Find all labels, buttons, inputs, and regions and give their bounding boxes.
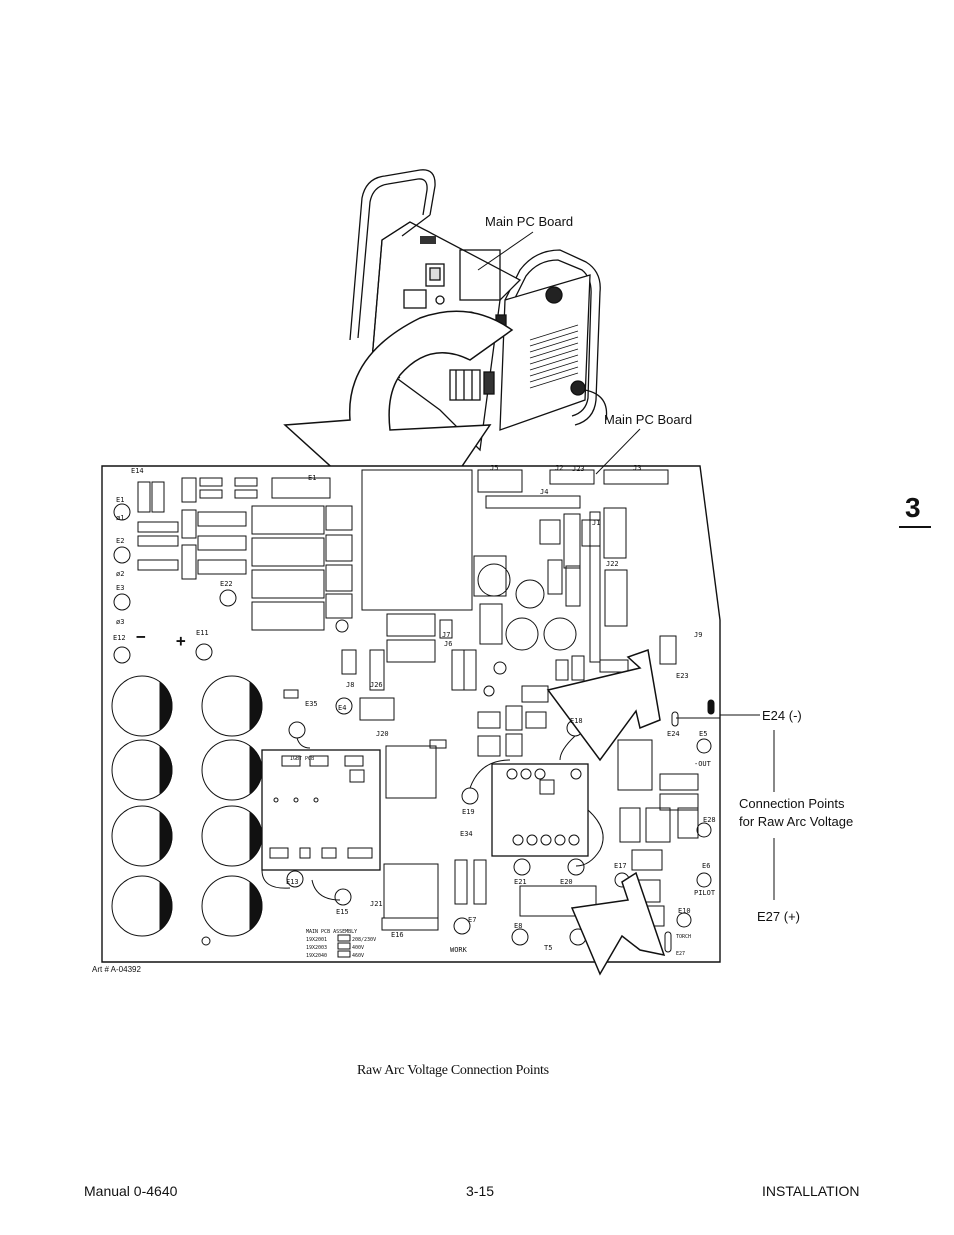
label-j20: J20 (376, 730, 389, 738)
label-pilot: PILOT (694, 889, 716, 897)
label-e14: E14 (131, 467, 144, 475)
label-e5: E5 (699, 730, 707, 738)
label-assy-row2: 19X2003 (306, 945, 327, 951)
footer-page-number: 3-15 (466, 1183, 495, 1199)
label-j21: J21 (370, 900, 383, 908)
label-e16: E16 (391, 931, 404, 939)
callout-main-pc-board-mid: Main PC Board (604, 412, 693, 427)
footer-section: INSTALLATION (762, 1183, 860, 1199)
label-e35: E35 (305, 700, 318, 708)
label-j8: J8 (346, 681, 354, 689)
label-igbt: IGBT PCB (290, 756, 314, 762)
label-e8: E8 (514, 922, 522, 930)
capacitors (111, 675, 263, 937)
svg-text:−: − (136, 627, 146, 646)
label-assy: MAIN PCB ASSEMBLY (306, 929, 357, 935)
label-e4: E4 (338, 704, 346, 712)
zoom-arrow-e24 (546, 648, 661, 762)
label-j4: J4 (540, 488, 548, 496)
label-e24: E24 (667, 730, 680, 738)
label-e11: E11 (196, 629, 209, 637)
label-assy-row1: 19X2001 (306, 937, 327, 943)
label-phi1: ø1 (116, 514, 124, 522)
label-e13: E13 (286, 878, 299, 886)
label-t5: T5 (544, 944, 552, 952)
figure-caption: Raw Arc Voltage Connection Points (357, 1063, 549, 1078)
label-e1: E1 (116, 496, 124, 504)
label-e28: E28 (703, 816, 716, 824)
label-e22: E22 (220, 580, 233, 588)
label-j26: J26 (370, 681, 383, 689)
label-j1: J1 (592, 519, 600, 527)
main-pcb (101, 465, 721, 963)
label-assy-row2-v: 400V (352, 945, 364, 951)
label-torch: TORCH (676, 934, 691, 940)
svg-text:+: + (176, 631, 186, 650)
label-assy-row3-v: 460V (352, 953, 364, 959)
label-e18: E18 (570, 717, 583, 725)
label-e10: E10 (678, 907, 691, 915)
label-out: -OUT (694, 760, 712, 768)
callout-e27: E27 (+) (757, 909, 800, 924)
label-j6: J6 (444, 640, 452, 648)
label-e12: E12 (113, 634, 126, 642)
callout-main-pc-board-top: Main PC Board (485, 214, 574, 229)
art-number: Art # A-04392 (92, 965, 141, 974)
callout-e24: E24 (-) (762, 708, 802, 723)
section-tab-rule (899, 526, 931, 528)
label-e19: E19 (462, 808, 475, 816)
label-j2: J2 (555, 464, 563, 472)
label-e23: E23 (676, 672, 689, 680)
footer-manual: Manual 0-4640 (84, 1183, 178, 1199)
label-j3: J3 (633, 464, 641, 472)
label-e7: E7 (468, 916, 476, 924)
label-phi2: ø2 (116, 570, 124, 578)
label-j5: J5 (490, 464, 498, 472)
zoom-arrow-e27 (570, 871, 666, 976)
callout-connection-points-1: Connection Points (739, 796, 845, 811)
label-e3: E3 (116, 584, 124, 592)
label-e17: E17 (614, 862, 627, 870)
label-e2: E2 (116, 537, 124, 545)
callout-connection-points-2: for Raw Arc Voltage (739, 814, 854, 829)
label-e1-top: E1 (308, 474, 316, 482)
label-work: WORK (450, 946, 468, 954)
label-e21: E21 (514, 878, 527, 886)
label-assy-row3: 19X2040 (306, 953, 327, 959)
label-phi3: ø3 (116, 618, 124, 626)
label-e27-board: E27 (676, 951, 685, 957)
label-e34: E34 (460, 830, 473, 838)
label-e15: E15 (336, 908, 349, 916)
igbt-pcb (261, 749, 381, 871)
section-tab-number: 3 (905, 492, 921, 523)
callout-leaders (477, 231, 775, 900)
label-assy-row1-v: 208/230V (352, 937, 376, 943)
label-j9: J9 (694, 631, 702, 639)
label-e20: E20 (560, 878, 573, 886)
label-j22: J22 (606, 560, 619, 568)
label-j7: J7 (442, 631, 450, 639)
label-e6: E6 (702, 862, 710, 870)
label-j23: J23 (572, 465, 585, 473)
